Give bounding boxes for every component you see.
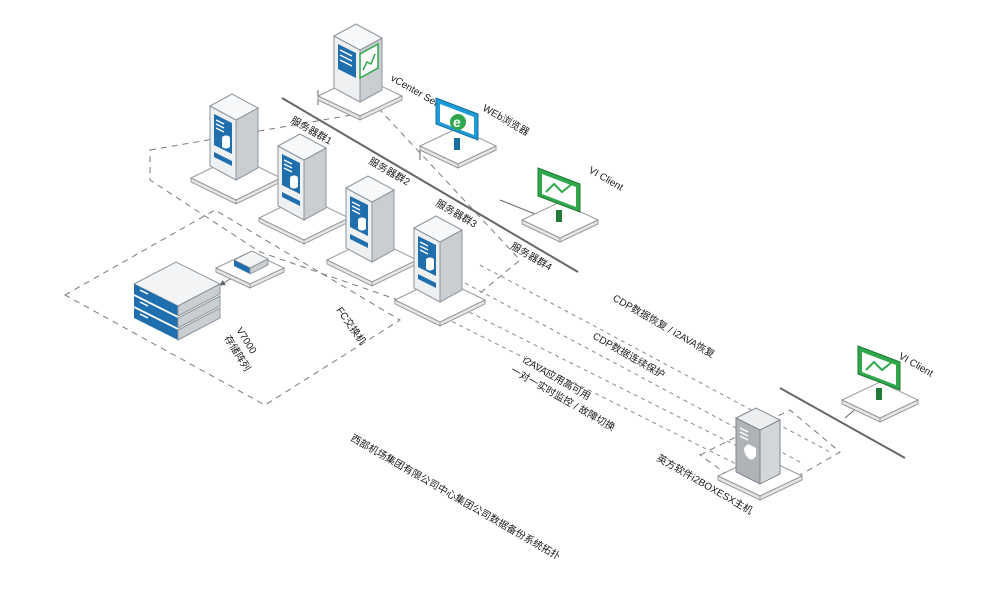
browser-e-icon: e (450, 114, 466, 130)
label-vi-client-right: VI Client (897, 351, 935, 380)
server-chart-icon (359, 42, 379, 80)
flow-ha (454, 304, 786, 471)
label-vi-client-top: VI Client (587, 165, 625, 194)
storage-array-icon (132, 261, 222, 341)
web-browser-monitor[interactable]: e (419, 97, 497, 169)
server-group-3[interactable] (326, 175, 418, 287)
vcenter-server[interactable] (316, 23, 404, 121)
network-line-right (779, 387, 906, 459)
shield-server-icon (744, 444, 756, 460)
storage-zone (63, 209, 401, 406)
database-server-icon (394, 215, 486, 327)
monitor-chart-icon (865, 360, 893, 372)
vi-client-top[interactable] (521, 167, 599, 243)
link-switch-storage (219, 277, 233, 286)
server-group-2[interactable] (258, 133, 350, 245)
v7000-storage-array[interactable] (132, 261, 222, 341)
server-group-4[interactable] (394, 215, 486, 327)
diagram-caption: 西部机场集团有限公司中心集团公司数据备份系统拓扑 (349, 431, 563, 562)
server-group-1[interactable] (190, 93, 282, 205)
fc-switch-icon (214, 250, 286, 289)
label-cdp-protect: CDP数据连续保护 (591, 329, 668, 381)
label-fc-switch: FC交换机 (334, 304, 370, 347)
database-server-icon (326, 175, 418, 287)
database-server-icon (258, 133, 350, 245)
esx-host[interactable] (716, 407, 804, 501)
svg-text:e: e (453, 114, 461, 130)
database-server-icon (190, 93, 282, 205)
fc-switch[interactable] (214, 250, 286, 289)
label-monitor: 一对一实时监控 / 故障切换 (509, 363, 618, 433)
vi-client-right[interactable] (841, 345, 919, 423)
network-line (281, 97, 579, 273)
monitor-chart-icon (545, 182, 573, 194)
flow-monitor (444, 317, 773, 483)
label-web: WEb浏览器 (481, 101, 532, 138)
